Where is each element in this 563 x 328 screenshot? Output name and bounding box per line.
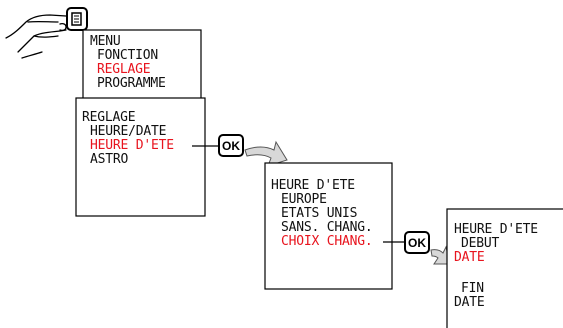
- heure-ete-item-choix-chang: CHOIX CHANG.: [281, 234, 373, 249]
- menu-title: MENU: [90, 34, 121, 49]
- reglage-item-astro: ASTRO: [90, 152, 129, 167]
- heure-ete-screen: HEURE D'ETE EUROPE ETATS UNIS SANS. CHAN…: [264, 162, 393, 290]
- heure-ete-item-europe: EUROPE: [281, 192, 327, 207]
- choix-line-fin: FIN: [461, 281, 484, 296]
- choix-line-debut: DEBUT: [461, 236, 500, 251]
- curved-arrow-icon: [244, 140, 288, 167]
- heure-ete-item-sans-chang: SANS. CHANG.: [281, 220, 373, 235]
- menu-screen: MENU FONCTION REGLAGE PROGRAMME: [82, 29, 202, 103]
- reglage-item-heure-date: HEURE/DATE: [90, 124, 166, 139]
- hand-icon: [5, 14, 67, 59]
- reglage-title: REGLAGE: [82, 110, 135, 125]
- heure-ete-title: HEURE D'ETE: [271, 178, 355, 193]
- ok-button-2[interactable]: OK: [404, 231, 430, 254]
- heure-ete-item-etats-unis: ETATS UNIS: [281, 206, 357, 221]
- choix-line-date-debut: DATE: [454, 250, 485, 265]
- menu-item-reglage: REGLAGE: [97, 62, 150, 77]
- menu-item-fonction: FONCTION: [97, 48, 158, 63]
- choix-title: HEURE D'ETE: [454, 222, 538, 237]
- reglage-screen: REGLAGE HEURE/DATE HEURE D'ETE ASTRO: [75, 97, 206, 217]
- ok-button-label: OK: [222, 139, 240, 153]
- ok-button-label: OK: [408, 236, 426, 250]
- menu-button-icon[interactable]: [66, 7, 88, 31]
- reglage-item-heure-ete: HEURE D'ETE: [90, 138, 174, 153]
- menu-item-programme: PROGRAMME: [97, 76, 166, 91]
- ok-button-1[interactable]: OK: [218, 134, 244, 157]
- choix-chang-screen: HEURE D'ETE DEBUT DATE FIN DATE: [446, 208, 563, 328]
- curved-arrow-icon: [430, 245, 451, 265]
- choix-line-date-fin: DATE: [454, 295, 485, 310]
